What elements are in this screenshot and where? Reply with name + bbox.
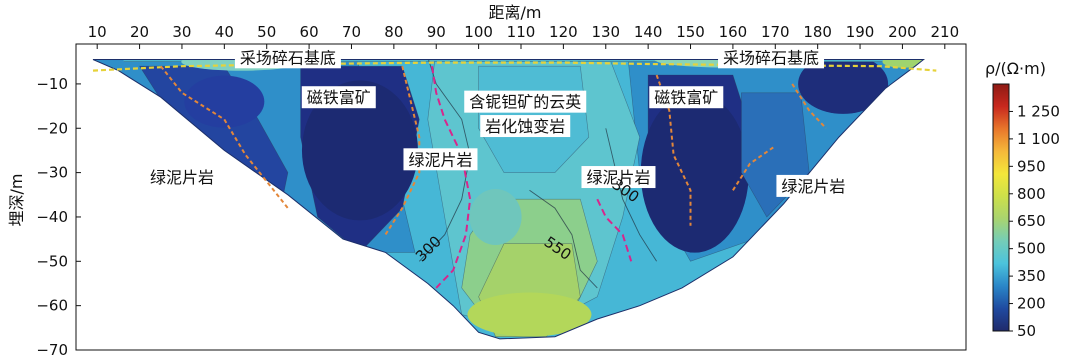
x-tick-label: 170	[761, 23, 790, 41]
zone-surface-east-edge	[882, 59, 923, 68]
zone-central-peak	[467, 292, 592, 337]
x-tick-label: 190	[846, 23, 875, 41]
x-tick-label: 20	[130, 23, 149, 41]
annotation-box	[581, 166, 656, 189]
lithology-boundary-3	[791, 83, 827, 129]
lithology-boundary-0	[160, 65, 289, 209]
y-tick-label: −30	[36, 164, 68, 182]
x-tick-label: 80	[384, 23, 403, 41]
annotation-text: 绿泥片岩	[781, 177, 845, 196]
colorbar-gradient	[992, 83, 1010, 332]
x-axis: 10 20 30 40 50 60 70 80 90 100 110 120 130 140 150 160 1…	[88, 23, 959, 49]
x-tick-label: 60	[300, 23, 319, 41]
y-tick-label: −10	[36, 75, 68, 93]
annotation-text: 采场碎石基底	[240, 48, 336, 67]
annotation-box	[144, 166, 219, 189]
colorbar-tick-label: 1 250	[1017, 102, 1060, 120]
annotation-label: 绿泥片岩	[776, 174, 851, 197]
annotation-text: 岩化蚀变岩	[485, 117, 565, 136]
annotation-box	[403, 148, 478, 171]
x-tick-label: 40	[215, 23, 234, 41]
x-tick-label: 200	[888, 23, 917, 41]
alteration-boundary-1	[596, 198, 633, 262]
x-tick-label: 140	[634, 23, 663, 41]
lithology-boundary-2	[655, 74, 692, 226]
annotation-box	[718, 46, 825, 69]
annotation-box	[464, 90, 587, 113]
x-tick-label: 110	[507, 23, 536, 41]
colorbar-tick-label: 800	[1017, 185, 1046, 203]
annotation-box	[234, 46, 341, 69]
annotation-text: 磁铁富矿	[307, 88, 371, 107]
x-tick-label: 90	[427, 23, 446, 41]
colorbar-tick-label: 500	[1017, 240, 1046, 258]
y-tick-label: −70	[36, 341, 68, 359]
colorbar-tick-label: 950	[1017, 157, 1046, 175]
annotation-label: 采场碎石基底	[234, 46, 341, 69]
lithology-boundary-4	[732, 145, 776, 191]
zone-west-core	[301, 80, 418, 221]
section-outline	[92, 59, 926, 340]
x-tick-label: 70	[342, 23, 361, 41]
y-axis: −10 −20 −30 −40 −50 −60 −70	[36, 75, 81, 359]
x-tick-label: 150	[676, 23, 705, 41]
alteration-boundary-0	[431, 66, 472, 289]
annotation-text: 绿泥片岩	[150, 168, 214, 187]
annotation-text: 磁铁富矿	[654, 88, 718, 107]
x-axis-title: 距离/m	[489, 3, 542, 22]
annotation-label: 绿泥片岩	[144, 166, 219, 189]
x-tick-label: 30	[172, 23, 191, 41]
contour-300-east	[605, 128, 657, 262]
zone-surface-west-edge	[95, 59, 124, 68]
annotation-box	[649, 86, 724, 109]
x-tick-label: 160	[719, 23, 748, 41]
x-tick-label: 10	[88, 23, 107, 41]
x-tick-label: 120	[549, 23, 578, 41]
zone-west-core-2	[184, 75, 265, 128]
colorbar-ticks: 1 250 1 100 950 800 650 500 350 200 50	[1009, 102, 1060, 340]
x-tick-label: 50	[257, 23, 276, 41]
colorbar-title: ρ/(Ω·m)	[985, 59, 1046, 78]
annotation-label: 岩化蚀变岩	[480, 115, 571, 138]
colorbar-tick-label: 350	[1017, 267, 1046, 285]
y-tick-label: −60	[36, 297, 68, 315]
annotation-text: 采场碎石基底	[723, 48, 819, 67]
annotation-text: 含铌钽矿的云英	[469, 93, 581, 112]
annotation-text: 绿泥片岩	[586, 168, 650, 187]
annotations: 采场碎石基底采场碎石基底磁铁富矿含铌钽矿的云英岩化蚀变岩磁铁富矿绿泥片岩绿泥片岩…	[144, 46, 851, 197]
zone-east-core	[640, 92, 749, 253]
colorbar-tick-label: 1 100	[1017, 130, 1060, 148]
colorbar-tick-label: 650	[1017, 212, 1046, 230]
annotation-label: 磁铁富矿	[301, 86, 376, 109]
y-axis-title: 埋深/m	[7, 174, 26, 227]
annotation-box	[776, 174, 851, 197]
annotation-label: 绿泥片岩	[581, 166, 656, 189]
y-tick-label: −40	[36, 208, 68, 226]
annotation-box	[480, 115, 571, 138]
annotation-box	[301, 86, 376, 109]
x-tick-label: 100	[464, 23, 493, 41]
annotation-label: 含铌钽矿的云英	[464, 90, 587, 113]
x-tick-label: 130	[591, 23, 620, 41]
annotation-text: 绿泥片岩	[408, 150, 472, 169]
colorbar-tick-label: 50	[1017, 322, 1036, 340]
zone-central-mid	[469, 188, 522, 245]
surface-boundary-line	[92, 61, 937, 72]
resistivity-section	[93, 59, 924, 339]
annotation-label: 绿泥片岩	[403, 148, 478, 171]
annotation-label: 采场碎石基底	[718, 46, 825, 69]
zone-east-core-2	[798, 59, 889, 114]
colorbar: ρ/(Ω·m) 1 250 1 100 950 800 650 500 350 200 50	[985, 59, 1060, 340]
geologic-boundaries	[92, 61, 937, 289]
y-tick-label: −50	[36, 252, 68, 270]
colorbar-tick-label: 200	[1017, 295, 1046, 313]
contour-550	[529, 189, 598, 289]
y-tick-label: −20	[36, 119, 68, 137]
annotation-label: 磁铁富矿	[649, 86, 724, 109]
lithology-boundary-1	[384, 65, 421, 236]
x-tick-label: 180	[803, 23, 832, 41]
x-tick-label: 210	[930, 23, 959, 41]
